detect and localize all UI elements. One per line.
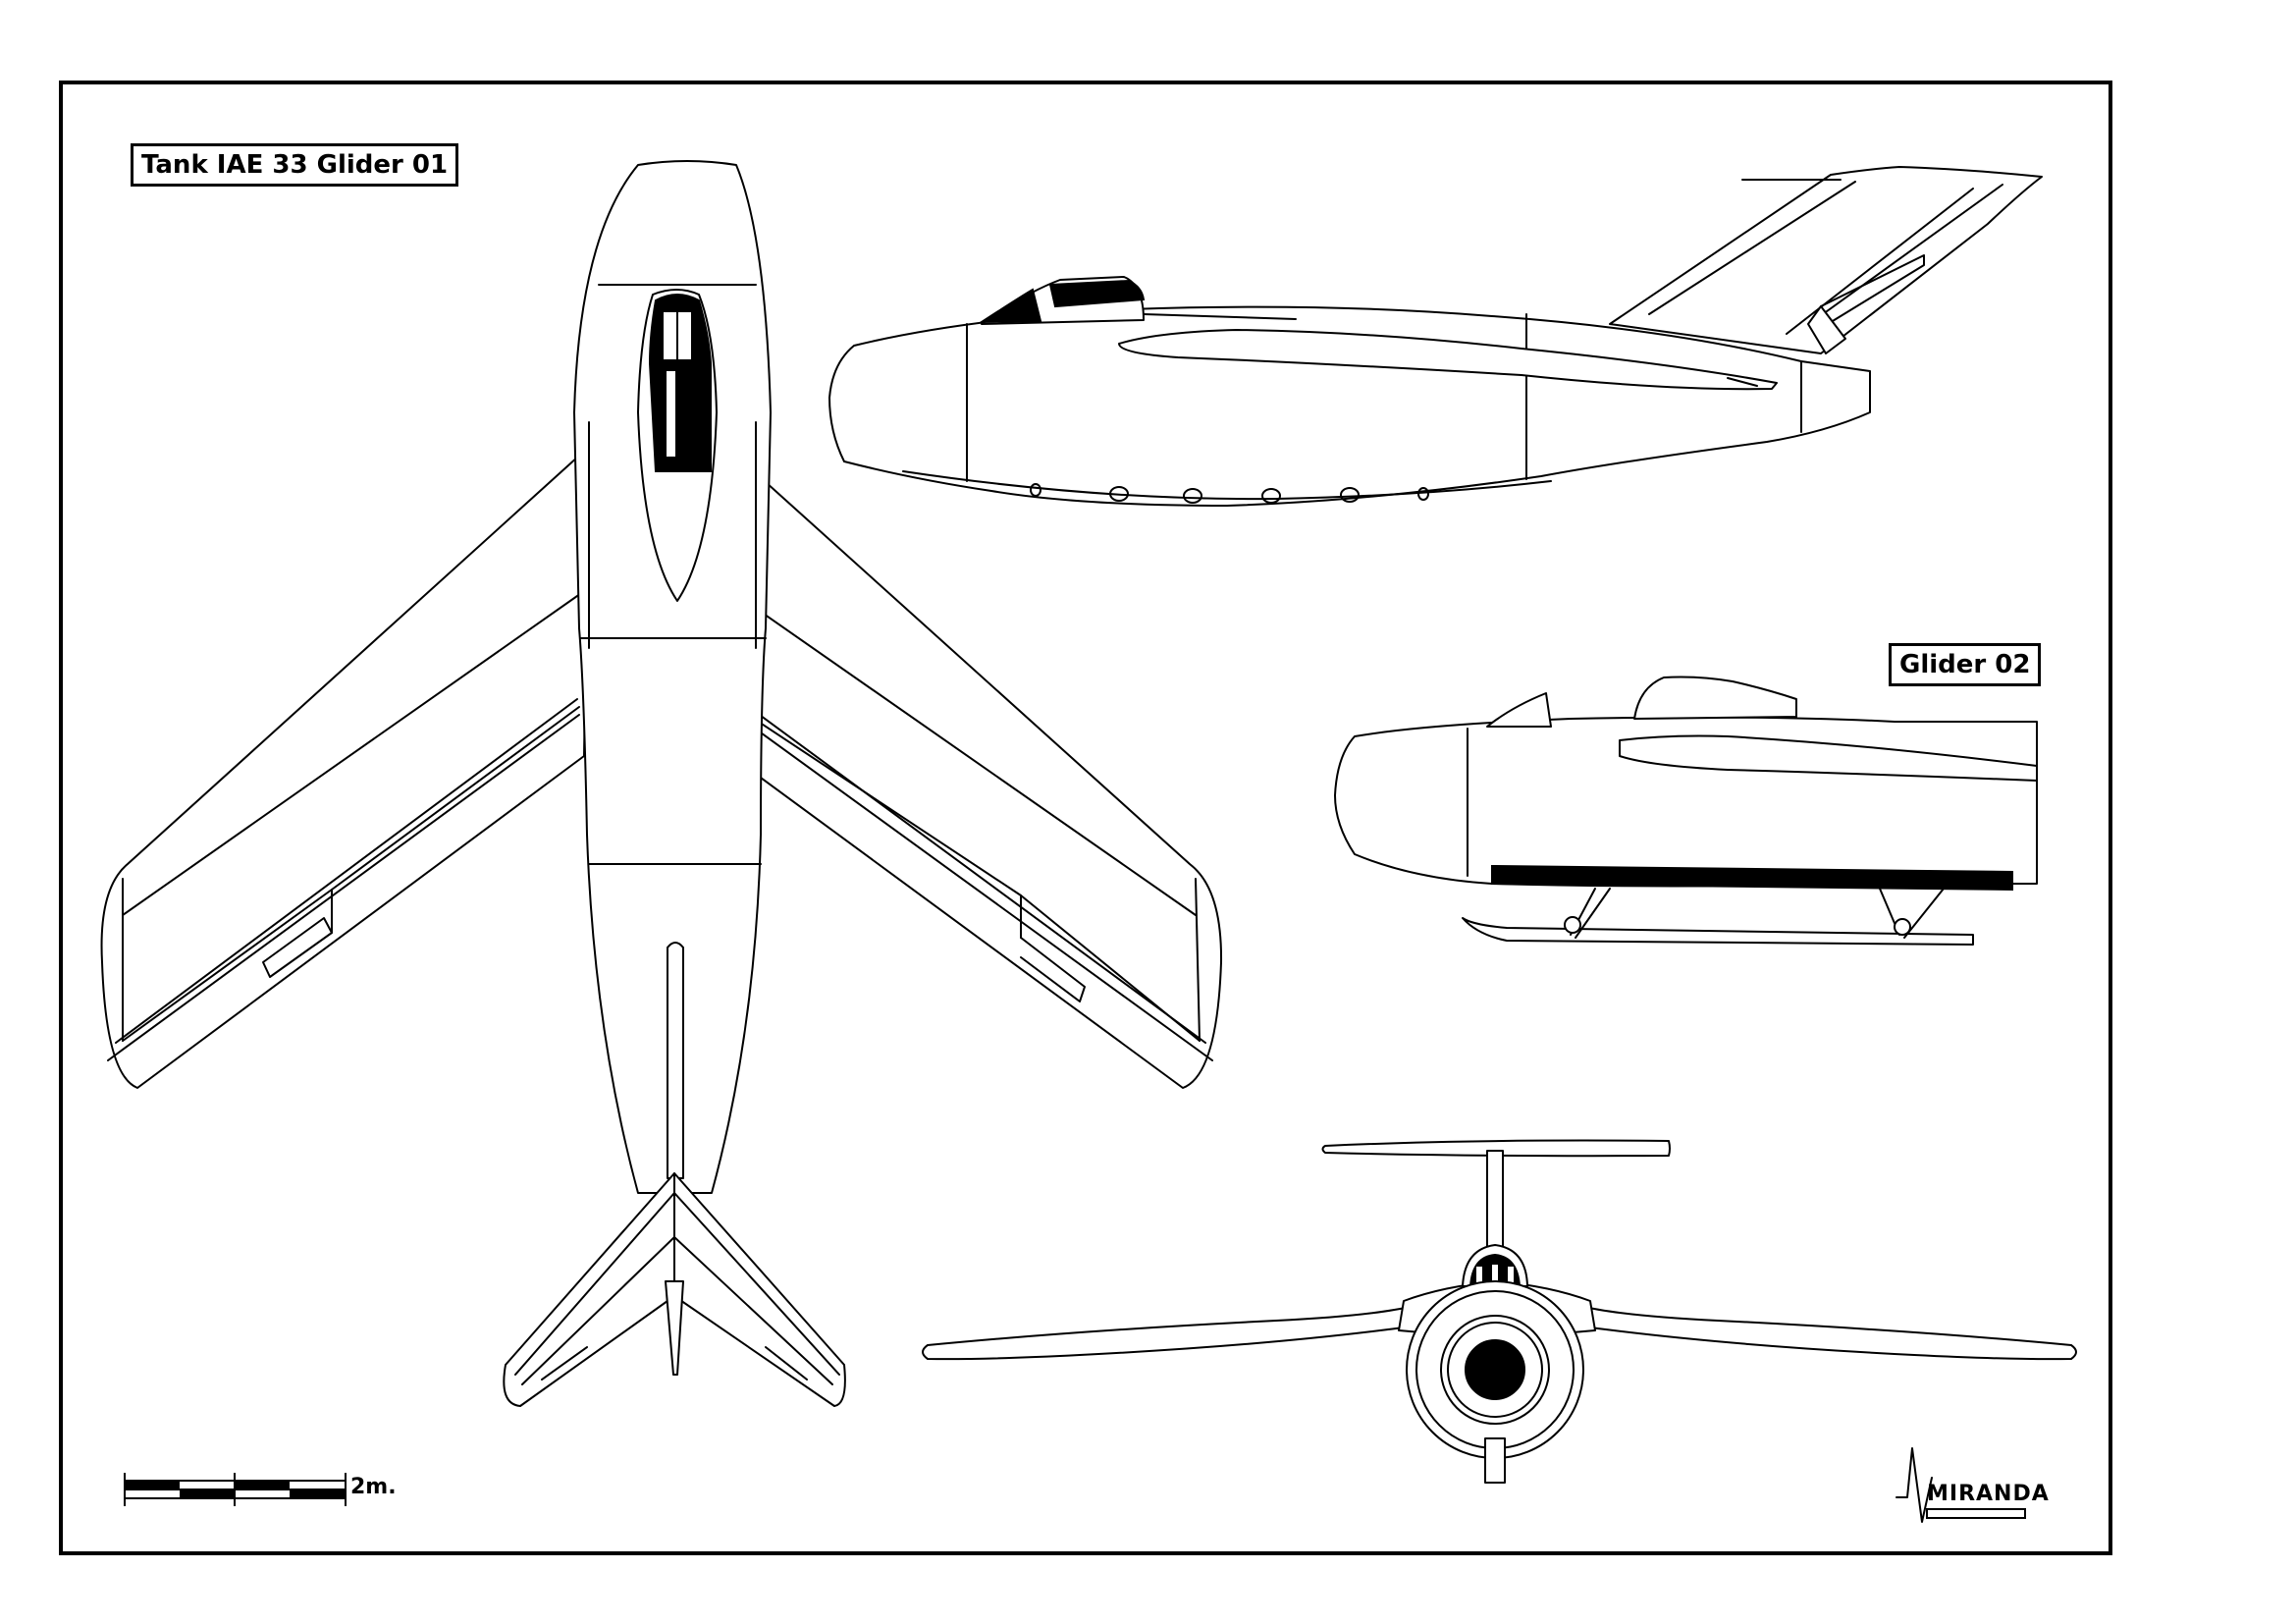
- miranda-logo: MIRANDA: [1896, 1447, 2050, 1523]
- scale-bar: [124, 1473, 347, 1506]
- title-label-glider01: Tank IAE 33 Glider 01: [131, 143, 459, 187]
- title-label-glider02: Glider 02: [1889, 643, 2042, 686]
- intake-core: [1465, 1339, 1525, 1400]
- scale-label: 2m.: [350, 1475, 397, 1499]
- vertical-tail: [1609, 166, 2043, 354]
- left-wing: [100, 446, 590, 1089]
- logo-text: MIRANDA: [1927, 1482, 2050, 1506]
- canopy-side-01: [978, 288, 1042, 324]
- side-view-glider02: [1334, 676, 2038, 946]
- fuselage-top: [573, 160, 772, 1194]
- right-wing: [725, 446, 1223, 1089]
- front-wing-left: [922, 1305, 1419, 1361]
- skid-bar: [1491, 864, 2013, 892]
- front-view: [922, 1139, 2077, 1484]
- side-view-glider01: [828, 166, 2043, 507]
- top-view: [100, 160, 1223, 1407]
- fuselage-side: [828, 305, 1871, 507]
- front-horizontal-tail: [1321, 1139, 1671, 1158]
- front-wing-right: [1575, 1305, 2077, 1361]
